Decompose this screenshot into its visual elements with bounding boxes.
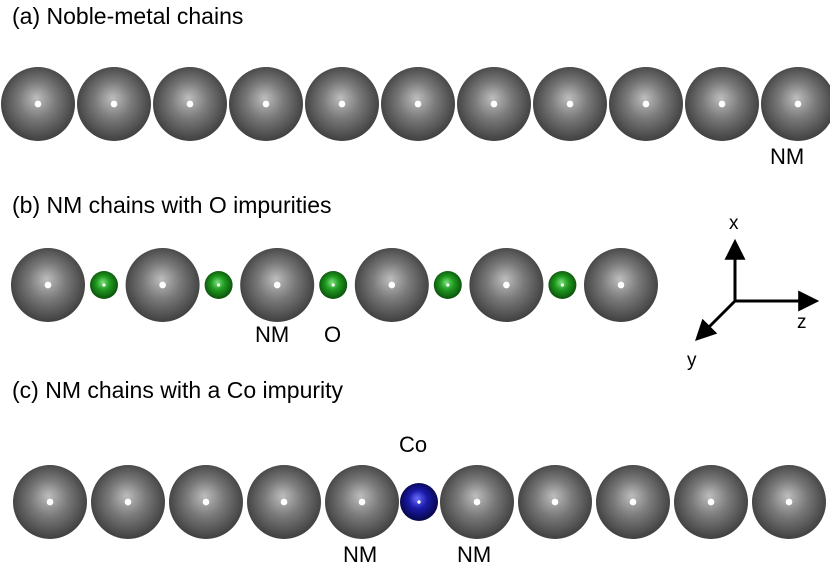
nm-atom xyxy=(247,465,321,539)
nm-atom xyxy=(125,248,200,322)
nm-atom xyxy=(153,67,227,141)
nm-atom xyxy=(752,465,826,539)
o-atom xyxy=(204,271,233,299)
panel-b: (b) NM chains with O impurities NM O xyxy=(11,192,658,347)
panel-a-nm-label: NM xyxy=(770,144,804,169)
axes-triad: x z y xyxy=(687,213,820,371)
nm-atom xyxy=(13,465,87,539)
chain-a xyxy=(1,67,830,141)
nm-atom xyxy=(91,465,165,539)
nm-atom xyxy=(354,248,429,322)
nm-atom xyxy=(469,248,544,322)
nm-atom xyxy=(518,465,592,539)
nm-atom xyxy=(240,248,315,322)
nm-atom xyxy=(305,67,379,141)
o-atom xyxy=(433,271,462,299)
nm-atom xyxy=(596,465,670,539)
panel-b-nm-label: NM xyxy=(255,322,289,347)
nm-atom xyxy=(609,67,683,141)
chain-b xyxy=(11,248,658,322)
o-atom xyxy=(548,271,577,299)
panel-a-title: (a) Noble-metal chains xyxy=(12,3,243,29)
nm-atom xyxy=(674,465,748,539)
panel-c-title: (c) NM chains with a Co impurity xyxy=(12,377,344,403)
panel-b-title: (b) NM chains with O impurities xyxy=(12,192,332,218)
nm-atom xyxy=(533,67,607,141)
z-axis-label: z xyxy=(797,312,807,333)
nm-atom xyxy=(325,465,399,539)
panel-b-o-label: O xyxy=(324,322,341,347)
nm-atom xyxy=(229,67,303,141)
x-axis-label: x xyxy=(729,213,739,234)
nm-atom xyxy=(761,67,830,141)
nm-atom xyxy=(11,248,85,322)
panel-a: (a) Noble-metal chains NM xyxy=(1,3,830,169)
nm-atom xyxy=(381,67,455,141)
nm-atom xyxy=(77,67,151,141)
nm-atom xyxy=(169,465,243,539)
o-atom xyxy=(319,271,348,299)
panel-c-co-label: Co xyxy=(399,432,427,457)
chain-c xyxy=(13,465,826,539)
panel-c: (c) NM chains with a Co impurity Co NM N… xyxy=(12,377,826,567)
nm-atom xyxy=(685,67,759,141)
y-axis-arrow xyxy=(695,299,737,341)
o-atom xyxy=(90,271,118,299)
nm-atom xyxy=(440,465,514,539)
nm-atom xyxy=(457,67,531,141)
y-axis-label: y xyxy=(687,350,697,371)
nm-atom xyxy=(1,67,75,141)
nm-atom xyxy=(584,248,658,322)
panel-c-nm-right-label: NM xyxy=(457,542,491,567)
panel-c-nm-left-label: NM xyxy=(343,542,377,567)
co-atom xyxy=(400,483,438,521)
